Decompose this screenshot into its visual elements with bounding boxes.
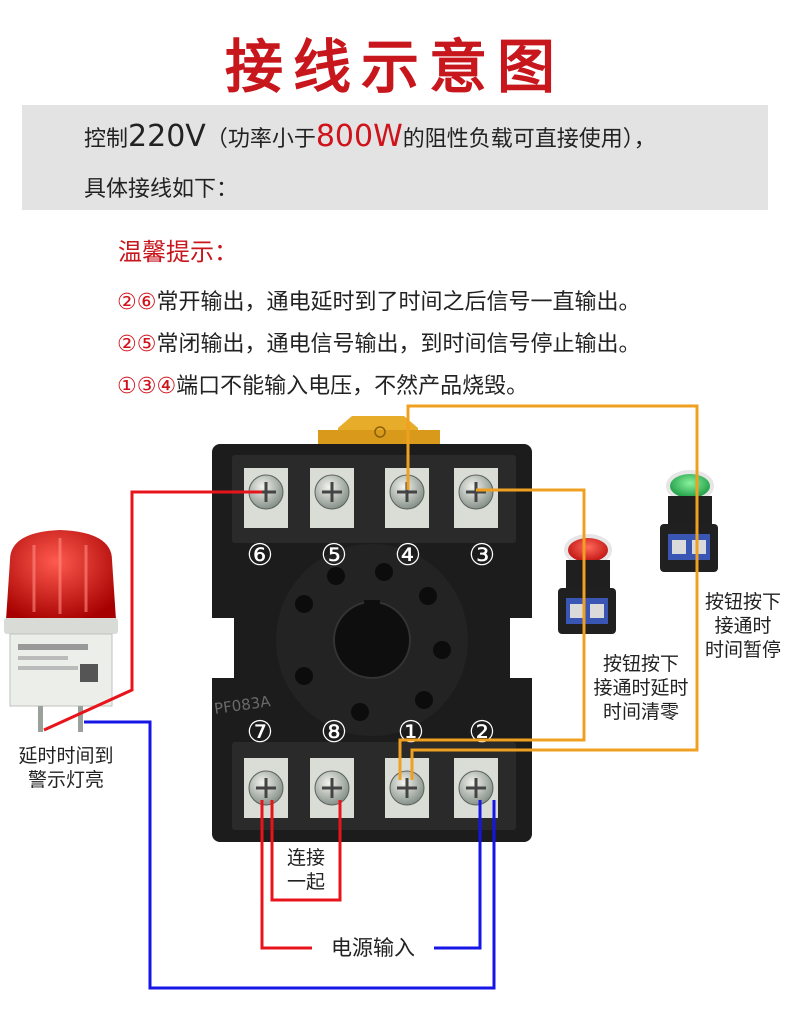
voltage-value: 220V (128, 119, 206, 154)
tip-item: ①③④端口不能输入电压，不然产品烧毁。 (117, 374, 529, 399)
power-value: 800W (315, 119, 403, 154)
link-label-text: 连接 一起 (286, 847, 325, 893)
intro-line-1: 控制220V（功率小于800W的阻性负载可直接使用）， (84, 119, 656, 154)
link-label: 连接 一起 (280, 846, 332, 894)
warning-lamp (4, 530, 118, 732)
green-button-label-text: 按钮按下 接通时 时间暂停 (704, 591, 781, 661)
orange-wires (398, 404, 699, 780)
tip-item: ②⑤常闭输出，通电信号输出，到时间信号停止输出。 (117, 332, 641, 357)
blue-wires (84, 720, 496, 990)
red-wires (43, 490, 342, 950)
tips-title: 温馨提示： (118, 238, 238, 266)
terminal-2-label: ② (469, 715, 496, 750)
lamp-label-text: 延时时间到 警示灯亮 (18, 745, 114, 791)
terminal-3-label: ③ (469, 538, 496, 573)
terminal-7-label: ⑦ (247, 715, 274, 750)
page-title: 接线示意图 (224, 33, 565, 101)
lamp-label: 延时时间到 警示灯亮 (2, 744, 130, 792)
tip-item: ②⑥常开输出，通电延时到了时间之后信号一直输出。 (117, 290, 641, 315)
terminal-1-label: ① (398, 715, 425, 750)
power-input-label: 电源输入 (314, 936, 432, 960)
red-push-button (558, 534, 616, 634)
intro-box: 控制220V（功率小于800W的阻性负载可直接使用）， 具体接线如下： (22, 105, 768, 210)
terminal-4-label: ④ (395, 538, 422, 573)
red-button-label-text: 按钮按下 接通时延时 时间清零 (593, 653, 689, 723)
red-button-label: 按钮按下 接通时延时 时间清零 (588, 652, 694, 724)
terminal-5-label: ⑤ (321, 538, 348, 573)
latch-screw-icon (374, 426, 386, 438)
intro-line-2: 具体接线如下： (84, 177, 239, 202)
green-button-label: 按钮按下 接通时 时间暂停 (700, 590, 786, 662)
green-push-button (660, 470, 718, 572)
relay-socket: PF083A ⑥ ⑤ ④ ③ ⑦ ⑧ ① ② (212, 416, 532, 842)
terminal-6-label: ⑥ (247, 538, 274, 573)
terminal-8-label: ⑧ (321, 715, 348, 750)
